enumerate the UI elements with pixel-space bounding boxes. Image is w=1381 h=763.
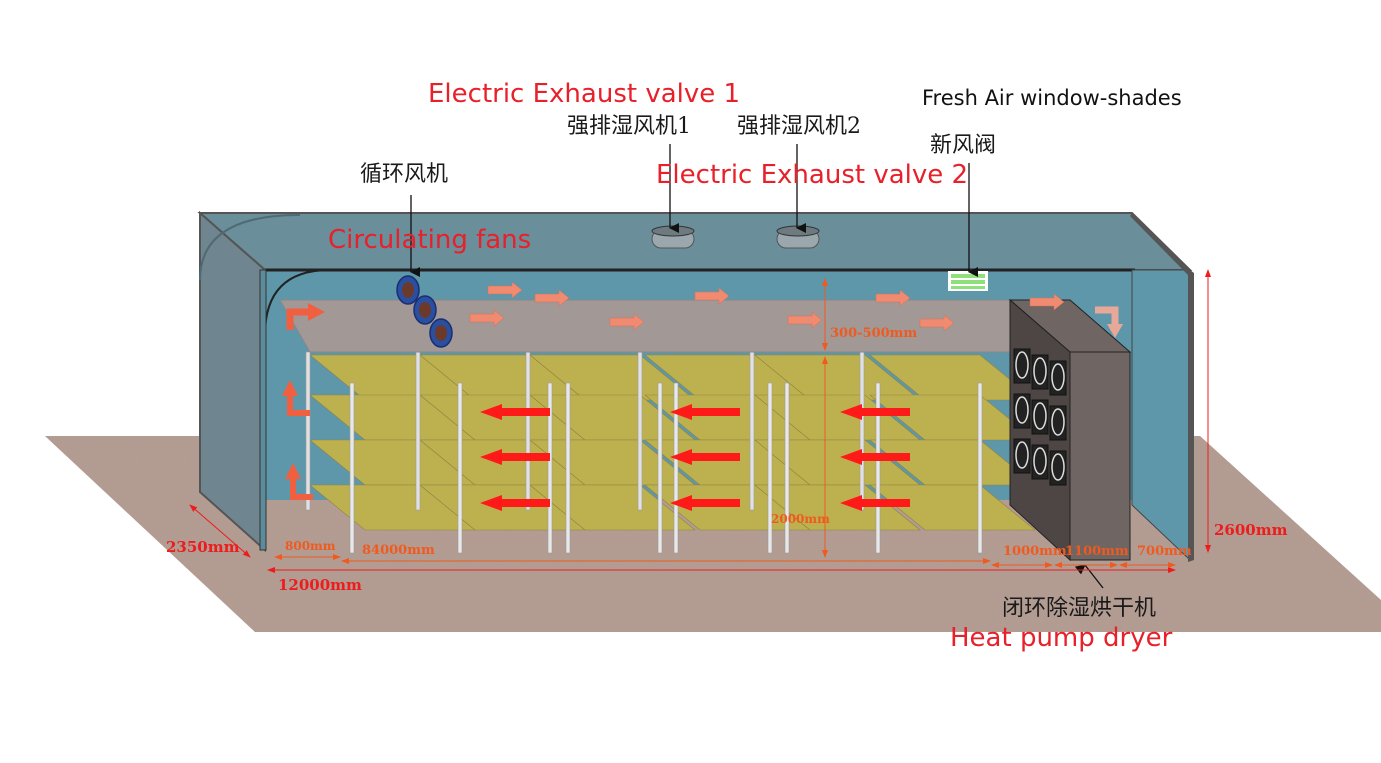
- heat-pump-dryer-unit: [1008, 298, 1132, 562]
- rack-post: [457, 382, 463, 554]
- airflow-top-arrow: [1029, 293, 1065, 311]
- airflow-return-arrow: [670, 449, 740, 465]
- airflow-down-arrowhead: [1107, 324, 1123, 338]
- airflow-top-arrow: [534, 289, 570, 307]
- rack-post: [637, 351, 643, 511]
- airflow-top-arrow: [787, 311, 823, 329]
- airflow-return-arrow: [840, 449, 910, 465]
- airflow-turn-arrowhead: [308, 303, 325, 321]
- airflow-return-arrow: [840, 404, 910, 420]
- label-exhaust-fan-2-cn: 强排湿风机2: [737, 114, 861, 139]
- rack-post: [767, 382, 773, 554]
- exhaust-fan-1: [651, 225, 695, 249]
- dryer-fan-icon: [1051, 453, 1065, 481]
- dim-total-length: 12000mm: [278, 576, 362, 594]
- airflow-top-arrow: [487, 281, 523, 299]
- airflow-return-arrow: [480, 449, 550, 465]
- label-exhaust-valve-2: Electric Exhaust valve 2: [656, 160, 969, 190]
- drying-racks: [305, 351, 1036, 554]
- label-dryer-cn: 闭环除湿烘干机: [1002, 596, 1157, 621]
- airflow-top-arrow: [919, 314, 955, 332]
- shelf: [869, 484, 1036, 531]
- rack-post: [547, 382, 553, 554]
- airflow-arrows: [282, 281, 1123, 511]
- airflow-down-arrow: [1095, 306, 1119, 325]
- airflow-return-arrow: [840, 495, 910, 511]
- rack-post: [349, 382, 355, 554]
- dim-room-height: 2600mm: [1214, 521, 1288, 539]
- dim-left-gap: 800mm: [285, 539, 336, 553]
- rack-post: [673, 382, 679, 554]
- airflow-top-arrow: [875, 289, 911, 307]
- label-fresh-air-cn: 新风阀: [930, 133, 997, 158]
- airflow-up-arrowhead: [285, 463, 301, 479]
- dim-depth: 2350mm: [166, 538, 240, 556]
- rack-post: [977, 382, 983, 554]
- circulating-fans: [396, 275, 453, 348]
- air-duct-plate: [279, 299, 1072, 353]
- dryer-fan-icon: [1051, 363, 1065, 391]
- dim-dryer-back-gap: 700mm: [1137, 544, 1192, 559]
- airflow-return-arrow: [480, 495, 550, 511]
- airflow-return-arrow: [670, 404, 740, 420]
- airflow-up-arrow: [290, 478, 313, 500]
- airflow-return-arrow: [480, 404, 550, 420]
- airflow-turn-arrow: [286, 308, 310, 330]
- label-heat-pump-dryer: Heat pump dryer: [950, 623, 1173, 653]
- dryer-fan-icon: [1033, 357, 1047, 385]
- airflow-top-arrow: [609, 313, 645, 331]
- label-circulating-fan-cn: 循环风机: [360, 162, 449, 187]
- label-fresh-air-shades: Fresh Air window-shades: [922, 86, 1182, 110]
- label-exhaust-valve-1: Electric Exhaust valve 1: [428, 79, 741, 109]
- airflow-return-arrow: [670, 495, 740, 511]
- fan-hub: [419, 302, 431, 318]
- dim-dryer-width: 1100mm: [1065, 544, 1129, 559]
- airflow-up-arrowhead: [282, 380, 298, 396]
- dryer-fan-icon: [1051, 408, 1065, 436]
- label-circulating-fans: Circulating fans: [328, 225, 532, 255]
- exhaust-fan-2: [776, 225, 820, 249]
- label-exhaust-fan-1-cn: 强排湿风机1: [567, 114, 691, 139]
- dryer-fan-icon: [1015, 396, 1029, 424]
- dryer-fan-icon: [1033, 447, 1047, 475]
- dim-duct-gap: 300-500mm: [830, 326, 918, 341]
- dryer-fan-icon: [1015, 441, 1029, 469]
- dryer-fan-icon: [1033, 402, 1047, 430]
- dim-rack-height: 2000mm: [771, 512, 830, 526]
- dryer-fan-icon: [1015, 351, 1029, 379]
- airflow-up-arrow: [287, 395, 310, 416]
- rack-post: [565, 382, 571, 554]
- rack-post: [859, 351, 865, 511]
- rack-post: [525, 351, 531, 511]
- rack-post: [784, 382, 790, 554]
- dim-rack-length: 84000mm: [362, 543, 435, 558]
- fan-hub: [435, 325, 447, 341]
- fresh-air-vent: [948, 271, 988, 291]
- left-wall: [199, 210, 266, 553]
- rack-post: [657, 382, 663, 554]
- dim-dryer-front-gap: 1000mm: [1003, 544, 1067, 559]
- dim-line-depth: [189, 504, 251, 558]
- airflow-top-arrow: [469, 309, 505, 327]
- airflow-top-arrow: [694, 287, 730, 305]
- rack-post: [749, 351, 755, 511]
- rack-post: [415, 351, 421, 511]
- fan-hub: [402, 282, 414, 298]
- rack-post: [875, 382, 881, 554]
- rack-post: [305, 351, 311, 511]
